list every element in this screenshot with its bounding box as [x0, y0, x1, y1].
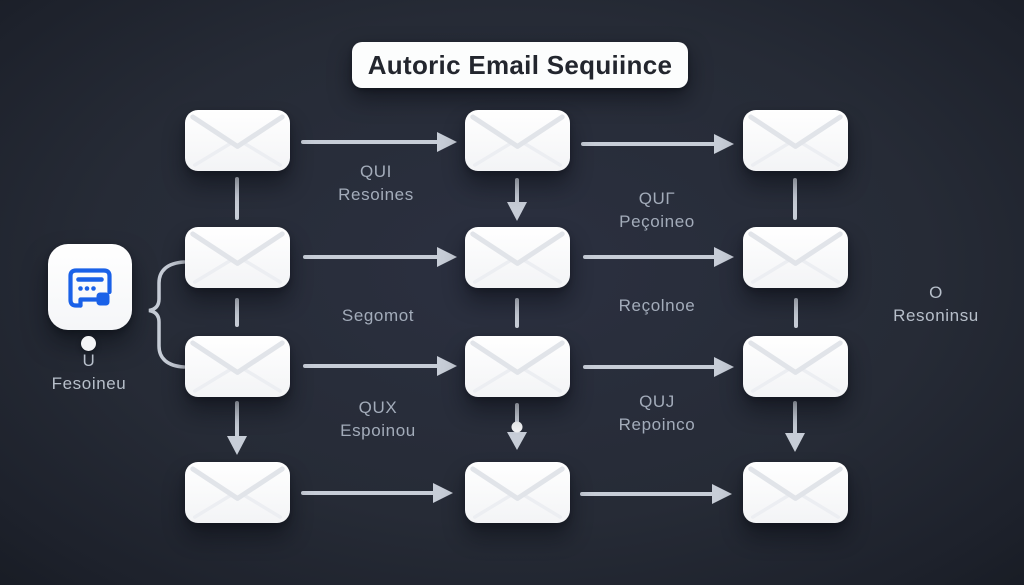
right-side-label-line2: Resoninsu	[893, 306, 979, 325]
envelope-icon	[190, 466, 285, 519]
envelope-icon	[748, 231, 843, 284]
source-caption-line1: U	[82, 351, 96, 370]
right-side-label: O Resoninsu	[851, 281, 1021, 327]
email-node-r4c3	[743, 462, 848, 523]
source-caption: U Fesoineu	[19, 349, 159, 395]
envelope-icon	[470, 340, 565, 393]
email-node-r4c1	[185, 462, 290, 523]
edge-label-r2-c2c3: Reçolnoe	[572, 294, 742, 317]
edge-label-line: Peçoineo	[619, 212, 695, 231]
edge-label-r3-c1c2: QUX Espoinou	[293, 396, 463, 442]
email-node-r3c2	[465, 336, 570, 397]
browser-app-icon	[68, 268, 112, 308]
email-node-r2c3	[743, 227, 848, 288]
envelope-icon	[190, 231, 285, 284]
envelope-icon	[190, 340, 285, 393]
edge-label-line: Segomot	[341, 306, 415, 325]
envelope-icon	[748, 340, 843, 393]
envelope-icon	[470, 231, 565, 284]
email-node-r1c3	[743, 110, 848, 171]
envelope-icon	[470, 114, 565, 167]
edge-label-line: Repoinco	[618, 415, 696, 434]
email-node-r4c2	[465, 462, 570, 523]
email-node-r3c3	[743, 336, 848, 397]
source-caption-line2: Fesoineu	[51, 374, 127, 393]
diagram-title: Autoric Email Sequiince	[352, 42, 688, 88]
email-node-r2c2	[465, 227, 570, 288]
edge-label-r1-c1c2: QUI Resoines	[291, 160, 461, 206]
email-node-r1c2	[465, 110, 570, 171]
source-node	[48, 244, 132, 330]
email-node-r2c1	[185, 227, 290, 288]
email-node-r1c1	[185, 110, 290, 171]
source-dot	[81, 336, 96, 351]
edge-label-r2-c1c2: Segomot	[293, 304, 463, 327]
edge-label-line: Reçolnoe	[618, 296, 696, 315]
edge-label-line: QUX	[358, 398, 398, 417]
edge-label-r3-c2c3: QUЈ Repoinco	[572, 390, 742, 436]
envelope-icon	[748, 114, 843, 167]
edge-label-line: QUГ	[638, 189, 676, 208]
right-side-label-line1: O	[929, 283, 943, 302]
envelope-icon	[190, 114, 285, 167]
edge-label-line: QUI	[359, 162, 393, 181]
edge-label-r1-c2c3: QUГ Peçoineo	[572, 187, 742, 233]
email-node-r3c1	[185, 336, 290, 397]
edge-label-line: QUЈ	[639, 392, 675, 411]
envelope-icon	[748, 466, 843, 519]
timer-knob	[511, 421, 523, 433]
edge-label-line: Resoines	[338, 185, 414, 204]
envelope-icon	[470, 466, 565, 519]
edge-label-line: Espoinou	[340, 421, 416, 440]
